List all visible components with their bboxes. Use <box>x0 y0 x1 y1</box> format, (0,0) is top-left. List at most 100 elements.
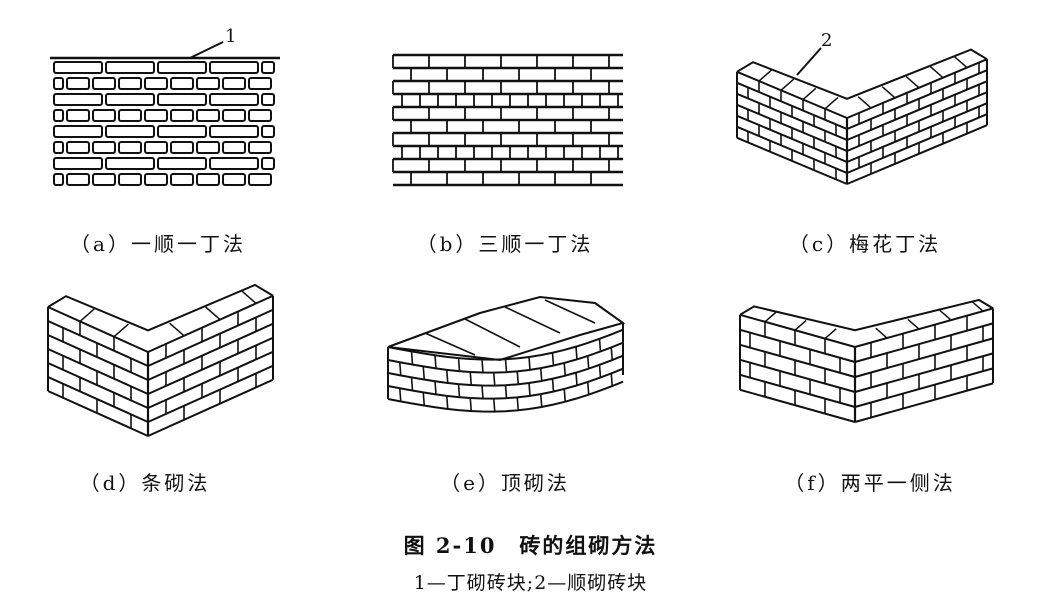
stretcher-brick <box>157 125 207 138</box>
header-brick <box>118 77 142 90</box>
course-line-left <box>739 373 856 408</box>
head-joint <box>469 371 473 386</box>
course-line-right <box>147 322 274 381</box>
top-brick-joint <box>939 309 952 321</box>
stretcher-brick <box>105 61 155 74</box>
head-joint <box>539 394 543 408</box>
header-brick <box>92 109 116 122</box>
course-line-right <box>854 382 994 423</box>
course-line-left <box>739 343 856 378</box>
top-brick-joint <box>544 299 596 324</box>
head-joint <box>586 355 590 369</box>
course-line-right <box>854 352 994 393</box>
header-brick <box>53 173 64 186</box>
stretcher-brick <box>53 125 103 138</box>
course-line-left <box>736 125 848 174</box>
stretcher-brick <box>209 61 259 74</box>
wall-top-surface <box>739 298 994 332</box>
callout-label-2: 2 <box>821 30 832 51</box>
course-line-right <box>846 91 988 152</box>
top-brick-joint <box>929 65 944 79</box>
course-line-right <box>846 69 988 130</box>
stretcher-brick <box>261 61 275 74</box>
top-brick-joint <box>881 86 896 99</box>
top-brick-joint <box>794 319 807 331</box>
top-brick-joint <box>905 75 920 89</box>
header-brick <box>144 173 168 186</box>
callout-leader-2 <box>796 47 822 76</box>
head-joint <box>598 338 602 352</box>
stretcher-brick <box>261 157 275 170</box>
course-line-right <box>147 336 274 395</box>
head-joint <box>492 372 496 386</box>
header-brick <box>196 109 220 122</box>
brick-corner-c: 2 <box>736 30 988 185</box>
course-line-right <box>854 337 994 378</box>
course-line-right <box>147 350 274 409</box>
caption-b: （b）三顺一丁法 <box>416 232 594 256</box>
header-brick <box>196 173 220 186</box>
top-brick-joint <box>764 311 777 323</box>
head-joint <box>481 359 484 373</box>
header-brick <box>170 77 194 90</box>
figure-title: 图 2-10 砖的组砌方法 <box>403 533 658 558</box>
stretcher-brick <box>261 93 275 106</box>
head-joint <box>610 373 614 387</box>
course-line-left <box>47 390 149 437</box>
top-brick-joint <box>169 322 185 337</box>
head-joint <box>575 346 578 360</box>
top-brick-joint <box>758 69 773 82</box>
top-brick-joint <box>464 318 521 348</box>
course-line <box>387 380 624 413</box>
course-line-right <box>854 367 994 408</box>
stretcher-brick <box>157 157 207 170</box>
stretcher-brick <box>53 157 103 170</box>
course-line-left <box>47 306 149 353</box>
header-brick <box>66 173 90 186</box>
header-brick <box>144 141 168 154</box>
stretcher-brick <box>105 125 155 138</box>
stretcher-brick <box>209 157 259 170</box>
panel-b <box>385 45 630 187</box>
head-joint <box>445 395 449 409</box>
header-brick <box>53 77 64 90</box>
course-line-right <box>147 378 274 437</box>
header-brick <box>118 141 142 154</box>
top-brick-joint <box>504 306 561 334</box>
head-joint <box>481 385 484 399</box>
head-joint <box>516 397 520 411</box>
top-brick-joint <box>857 96 872 109</box>
head-joint <box>492 398 496 412</box>
course-line <box>387 367 624 400</box>
panel-f <box>725 295 1000 445</box>
header-brick <box>248 109 272 122</box>
header-brick <box>170 173 194 186</box>
brick-elevation-b <box>392 53 623 187</box>
header-brick <box>144 109 168 122</box>
course-line-right <box>147 294 274 353</box>
course-line <box>387 341 624 374</box>
panel-e <box>380 285 635 420</box>
header-brick <box>170 109 194 122</box>
header-brick <box>66 109 90 122</box>
header-brick <box>222 77 246 90</box>
wall-top-surface <box>736 48 988 100</box>
header-brick <box>144 77 168 90</box>
panel-d <box>30 280 285 450</box>
top-brick-joint <box>953 55 968 69</box>
head-joint <box>445 369 449 383</box>
header-brick <box>92 173 116 186</box>
header-brick <box>66 141 90 154</box>
brick-elevation-a: 1 <box>50 26 280 186</box>
course-line-right <box>147 364 274 423</box>
caption-d: （d）条砌法 <box>79 471 211 495</box>
brick-arch-e <box>387 295 626 413</box>
head-joint <box>551 352 555 366</box>
head-joint <box>528 356 531 371</box>
top-brick-joint <box>875 327 888 339</box>
top-brick-joint <box>79 308 95 322</box>
head-joint <box>422 392 426 406</box>
stretcher-brick <box>209 93 259 106</box>
course-line-left <box>739 328 856 363</box>
course-line-left <box>47 362 149 409</box>
